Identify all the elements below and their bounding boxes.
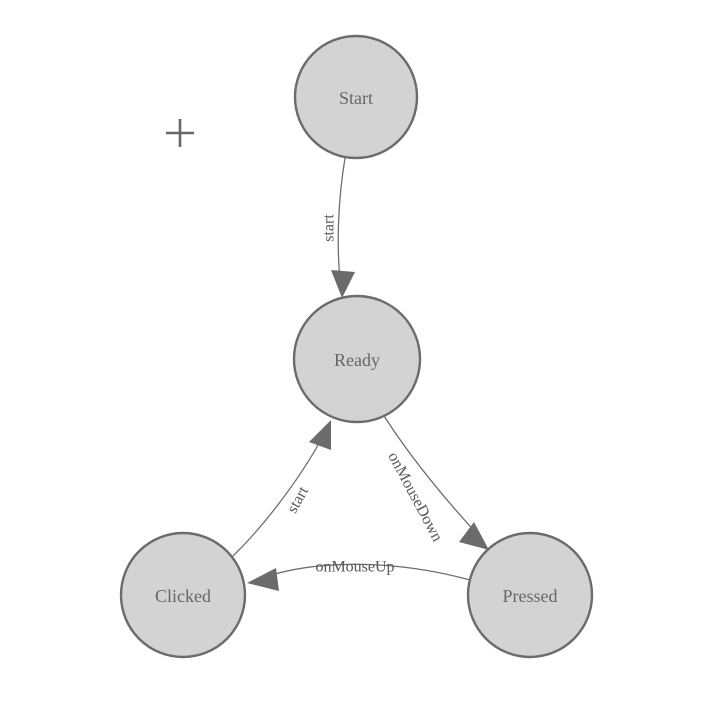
- edge-path: [261, 563, 471, 581]
- node-pressed[interactable]: Pressed: [466, 531, 594, 659]
- edge-label-clicked-to-ready: start: [284, 483, 312, 516]
- edge-path: [337, 157, 346, 288]
- edge-clicked-to-ready[interactable]: start: [232, 420, 331, 557]
- node-label-clicked: Clicked: [155, 586, 211, 606]
- edge-pressed-to-clicked[interactable]: onMouseUp: [247, 559, 471, 592]
- edge-path: [232, 435, 324, 557]
- node-label-pressed: Pressed: [503, 586, 558, 606]
- edge-path: [383, 415, 480, 537]
- node-circle: [292, 294, 422, 424]
- edge-label-ready-to-pressed: onMouseDown: [384, 449, 445, 544]
- node-circle: [293, 34, 419, 160]
- node-circle: [466, 531, 594, 659]
- edge-label-pressed-to-clicked: onMouseUp: [315, 559, 394, 576]
- edge-ready-to-pressed[interactable]: onMouseDown: [383, 415, 489, 550]
- node-clicked[interactable]: Clicked: [119, 531, 247, 659]
- arrowhead-icon: [309, 420, 331, 450]
- node-label-ready: Ready: [334, 350, 380, 370]
- node-start[interactable]: Start: [293, 34, 419, 160]
- arrowhead-icon: [247, 568, 279, 591]
- plus-marker[interactable]: [166, 119, 194, 147]
- node-ready[interactable]: Ready: [292, 294, 422, 424]
- node-label-start: Start: [339, 88, 373, 108]
- arrowhead-icon: [331, 270, 355, 298]
- edge-label-start-to-ready: start: [321, 214, 338, 242]
- arrowhead-icon: [459, 522, 489, 550]
- edge-start-to-ready[interactable]: start: [321, 157, 356, 298]
- node-circle: [119, 531, 247, 659]
